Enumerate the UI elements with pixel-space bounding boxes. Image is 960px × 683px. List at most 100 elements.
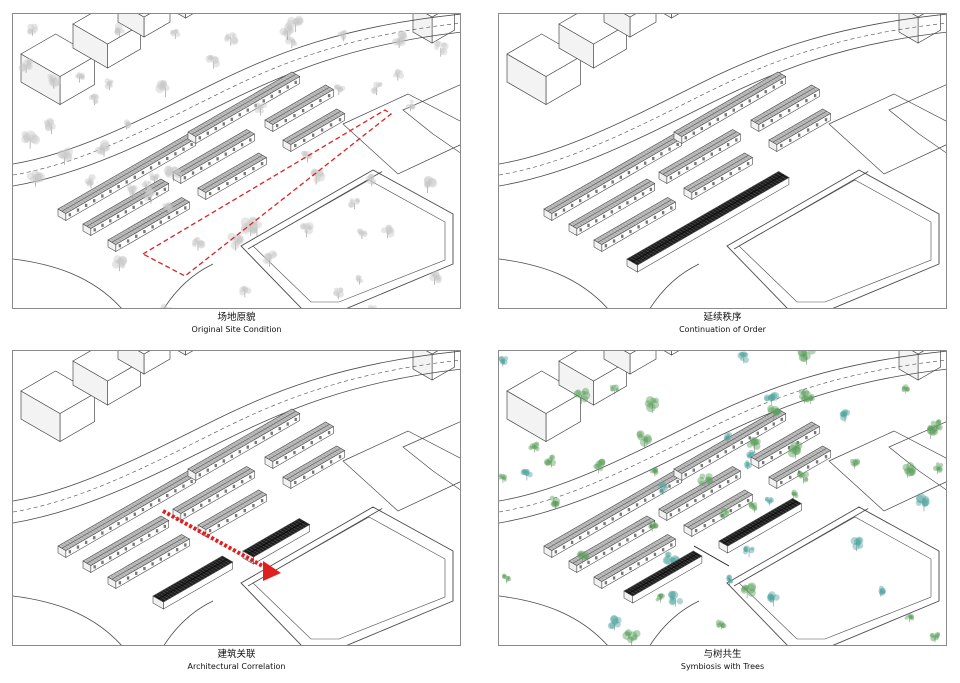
window: [246, 108, 249, 112]
window: [645, 220, 648, 224]
tree-leaf: [790, 441, 799, 450]
tree-leaf: [609, 385, 614, 389]
panel-architectural-correlation: [12, 350, 461, 646]
window: [796, 104, 799, 108]
tree-leaf: [291, 40, 297, 46]
tree-leaf: [44, 121, 51, 127]
block-top: [138, 351, 150, 355]
tree-leaf: [747, 582, 757, 592]
tree: [746, 436, 761, 453]
tree-leaf: [741, 351, 748, 358]
window: [230, 117, 233, 121]
tree-leaf: [773, 410, 779, 417]
tree-leaf: [123, 119, 130, 125]
window: [652, 493, 655, 498]
window: [634, 196, 637, 200]
window: [163, 524, 167, 528]
window: [649, 524, 653, 528]
window: [216, 494, 219, 498]
tree-leaf: [229, 31, 235, 38]
tree-leaf: [797, 471, 804, 478]
tree-leaf: [337, 31, 343, 37]
window: [278, 427, 281, 431]
tree-leaf: [372, 88, 377, 93]
window: [710, 489, 713, 493]
tree: [622, 629, 641, 645]
tree-leaf: [398, 30, 407, 40]
tree-leaf: [303, 150, 308, 155]
tree-leaf: [624, 630, 630, 636]
tree: [607, 614, 622, 631]
tree-leaf: [855, 540, 861, 546]
tree-leaf: [646, 402, 656, 413]
tree-leaf: [362, 231, 368, 238]
window: [738, 167, 741, 171]
window: [587, 560, 590, 564]
window: [217, 524, 220, 528]
tree: [370, 81, 383, 96]
tree-leaf: [239, 289, 245, 296]
tree-leaf: [583, 555, 588, 561]
window: [93, 199, 96, 203]
tree-leaf: [284, 26, 293, 36]
tree-leaf: [301, 150, 307, 157]
window: [125, 180, 128, 184]
window: [155, 192, 159, 196]
tree-leaf: [302, 222, 310, 230]
tree-leaf: [907, 615, 913, 620]
tree-leaf: [367, 304, 374, 308]
tree-leaf: [852, 542, 860, 551]
tree-leaf: [250, 222, 258, 231]
tree-leaf: [854, 458, 861, 465]
tree-leaf: [808, 396, 814, 402]
tree-leaf: [853, 538, 861, 546]
tree-leaf: [338, 287, 344, 293]
tree-leaf: [427, 177, 437, 187]
window: [226, 519, 229, 523]
tree-leaf: [118, 255, 128, 265]
tree-leaf: [804, 477, 809, 482]
tree: [57, 147, 74, 165]
tree-leaf: [170, 31, 176, 37]
tree-leaf: [724, 510, 730, 516]
tree-leaf: [658, 593, 664, 598]
tree-leaf: [934, 633, 940, 639]
tree-leaf: [397, 30, 407, 40]
tree-leaf: [697, 476, 705, 485]
window: [779, 451, 782, 455]
tree-leaf: [368, 173, 375, 180]
window: [319, 436, 322, 440]
tree-leaf: [575, 389, 582, 396]
tree-leaf: [901, 386, 907, 391]
tree-leaf: [25, 63, 32, 69]
caption-zh: 延续秩序: [703, 312, 742, 323]
tree: [798, 388, 811, 404]
window: [327, 94, 331, 98]
block-side: [663, 351, 672, 356]
tree-leaf: [262, 258, 269, 264]
tree-leaf: [794, 491, 799, 496]
tree: [743, 460, 753, 470]
tree-leaf: [648, 523, 654, 530]
tree-leaf: [743, 352, 749, 358]
window: [238, 450, 241, 454]
tree-leaf: [311, 169, 319, 176]
tree-leaf: [48, 79, 55, 86]
window: [677, 171, 681, 175]
tree-leaf: [901, 388, 906, 393]
tree: [141, 180, 152, 190]
tree-leaf: [742, 356, 749, 364]
tree-leaf: [746, 441, 753, 448]
tree-leaf: [930, 635, 936, 642]
window: [720, 177, 724, 181]
window: [124, 547, 128, 551]
tree-leaf: [26, 59, 32, 66]
tree-leaf: [288, 36, 295, 43]
tree-leaf: [593, 463, 599, 470]
building-wall: [727, 502, 802, 554]
tree-leaf: [115, 27, 121, 33]
tree-leaf: [906, 613, 911, 618]
tree-leaf: [650, 400, 660, 409]
window: [311, 470, 315, 474]
tree-leaf: [152, 175, 159, 182]
